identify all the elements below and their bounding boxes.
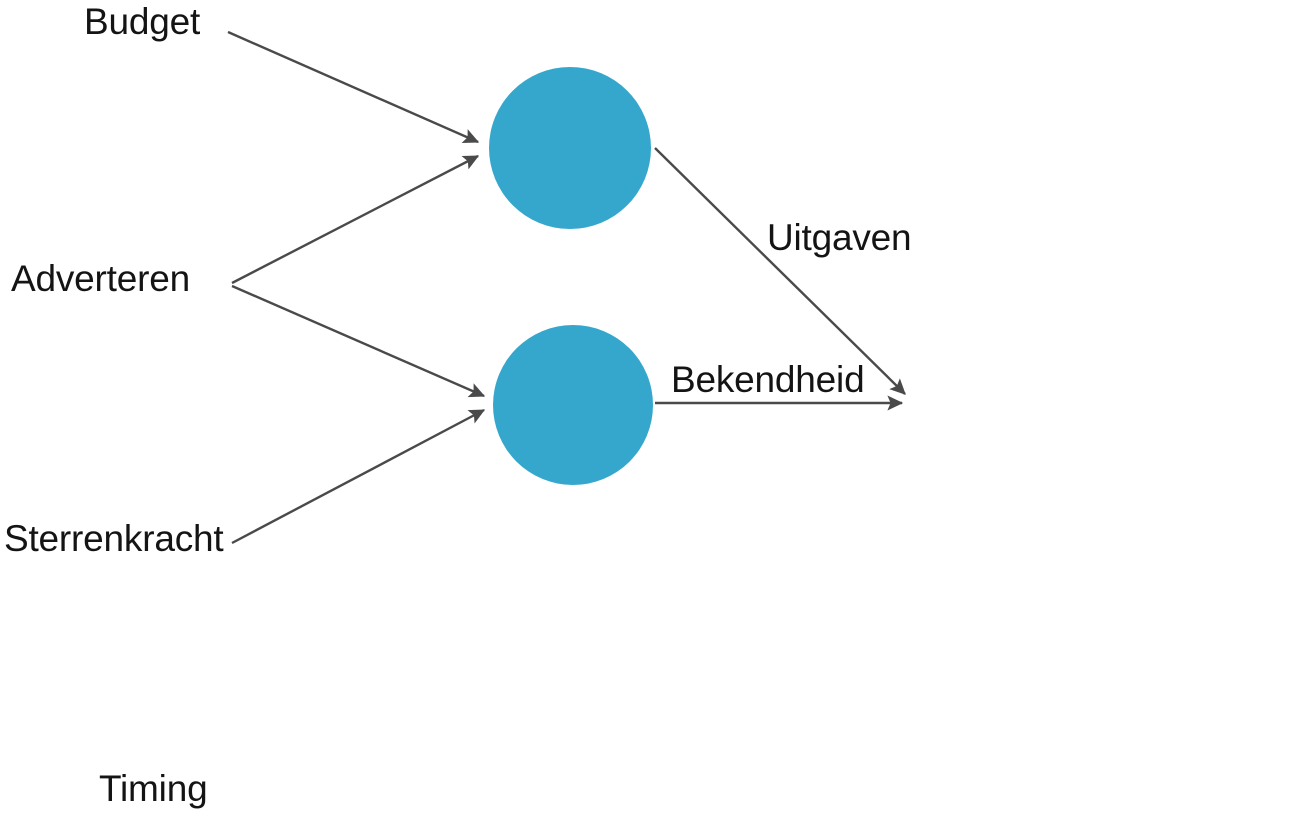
edge-adverteren-to-latent-top	[231, 154, 480, 285]
edge-group	[227, 30, 906, 545]
edge-label-uitgaven[interactable]: Uitgaven	[767, 217, 912, 258]
node-label-timing[interactable]: Timing	[99, 768, 208, 809]
edge-budget-to-latent-top	[227, 30, 480, 144]
node-label-sterrenkracht[interactable]: Sterrenkracht	[4, 518, 224, 559]
node-label-adverteren[interactable]: Adverteren	[11, 258, 190, 299]
edge-adverteren-to-latent-bottom	[231, 284, 486, 398]
node-label-budget[interactable]: Budget	[84, 1, 201, 42]
node-group	[489, 67, 653, 485]
edge-label-bekendheid[interactable]: Bekendheid	[671, 359, 865, 400]
edge-sterrenkracht-to-latent-bottom	[231, 408, 486, 545]
latent-node-bottom[interactable]	[493, 325, 653, 485]
edge-latent-top-to-outcome	[654, 147, 906, 395]
latent-node-top[interactable]	[489, 67, 651, 229]
